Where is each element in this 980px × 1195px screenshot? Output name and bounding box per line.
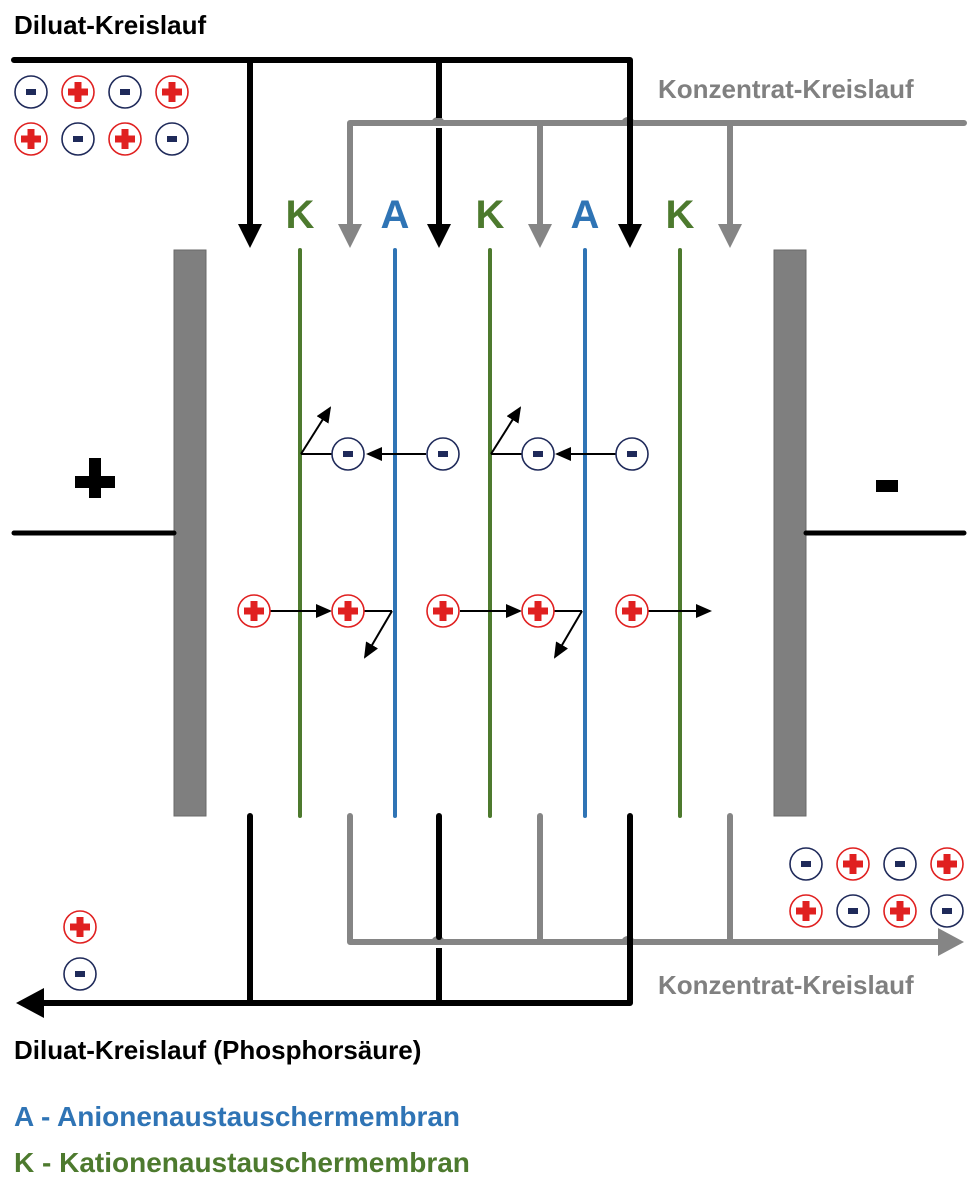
anion-icon bbox=[331, 437, 365, 471]
konzentrat-inlet-manifold bbox=[338, 117, 967, 248]
anion-icon bbox=[426, 437, 460, 471]
cathode-electrode bbox=[773, 249, 807, 817]
legend-anion-membrane: A - Anionenaustauschermembran bbox=[14, 1101, 460, 1132]
konzentrat-outlet-label: Konzentrat-Kreislauf bbox=[658, 970, 914, 1000]
cation-icon bbox=[61, 75, 95, 109]
diluat-outlet-ions bbox=[63, 910, 97, 991]
anion-icon bbox=[521, 437, 555, 471]
anion-icon bbox=[61, 122, 95, 156]
anion-icon bbox=[108, 75, 142, 109]
konzentrat-arrowhead bbox=[718, 224, 742, 248]
diluat-outlet-arrowhead bbox=[16, 988, 44, 1018]
diluat-inlet-ions bbox=[14, 75, 189, 156]
anion-icon bbox=[615, 437, 649, 471]
cation-icon bbox=[789, 894, 823, 928]
anion-icon bbox=[883, 847, 917, 881]
cation-icon bbox=[155, 75, 189, 109]
anion-icon bbox=[63, 957, 97, 991]
konzentrat-inlet-label: Konzentrat-Kreislauf bbox=[658, 74, 914, 104]
diluat-inlet-manifold bbox=[11, 57, 642, 248]
cation-icon bbox=[426, 594, 460, 628]
cation-icon bbox=[14, 122, 48, 156]
cation-icon bbox=[930, 847, 964, 881]
anion-icon bbox=[14, 75, 48, 109]
membrane-letter: A bbox=[381, 193, 410, 237]
diluat-outlet-label: Diluat-Kreislauf (Phosphorsäure) bbox=[14, 1035, 421, 1065]
cation-icon bbox=[836, 847, 870, 881]
konzentrat-outlet-ions bbox=[789, 847, 964, 928]
cation-icon bbox=[331, 594, 365, 628]
anion-icon bbox=[789, 847, 823, 881]
cation-icon bbox=[237, 594, 271, 628]
cation-icon bbox=[883, 894, 917, 928]
membrane-letter: K bbox=[666, 193, 695, 237]
anion-icon bbox=[155, 122, 189, 156]
cation-icon bbox=[108, 122, 142, 156]
membrane-letter: A bbox=[571, 193, 600, 237]
diluat-inlet-label: Diluat-Kreislauf bbox=[14, 10, 206, 40]
cation-icon bbox=[521, 594, 555, 628]
anion-blocked-arrow bbox=[300, 406, 332, 455]
outlet-manifolds bbox=[16, 813, 964, 1018]
membrane-letter: K bbox=[286, 193, 315, 237]
cation-blocked-arrow bbox=[363, 610, 393, 659]
cathode-minus-sign bbox=[876, 480, 898, 492]
stack-ions bbox=[237, 437, 649, 628]
cation-icon bbox=[63, 910, 97, 944]
anion-icon bbox=[930, 894, 964, 928]
konzentrat-arrowhead bbox=[528, 224, 552, 248]
cation-icon bbox=[615, 594, 649, 628]
diluat-arrowhead bbox=[238, 224, 262, 248]
legend-cation-membrane: K - Kationenaustauschermembran bbox=[14, 1147, 470, 1178]
ion-migration bbox=[270, 406, 712, 659]
anion-icon bbox=[836, 894, 870, 928]
anion-blocked-arrow bbox=[490, 406, 522, 455]
diluat-arrowhead bbox=[618, 224, 642, 248]
diluat-arrowhead bbox=[427, 224, 451, 248]
konzentrat-outlet-arrowhead bbox=[938, 928, 964, 956]
anode-plus-sign bbox=[75, 458, 115, 498]
konzentrat-arrowhead bbox=[338, 224, 362, 248]
cation-blocked-arrow bbox=[553, 610, 583, 659]
membrane-letter: K bbox=[476, 193, 505, 237]
membranes bbox=[298, 248, 682, 818]
anode-electrode bbox=[173, 249, 207, 817]
